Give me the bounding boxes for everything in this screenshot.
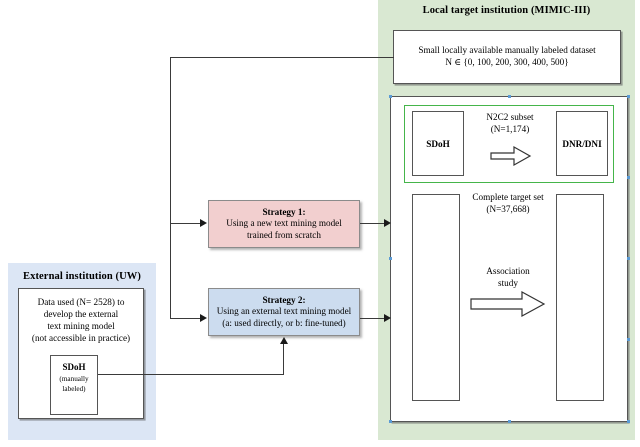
association-study-line2: study (498, 278, 518, 288)
arrowhead-strategy2-to-local (384, 314, 391, 322)
arrowhead-strategy1-to-local (384, 219, 391, 227)
external-institution-title: External institution (UW) (23, 271, 141, 282)
arrowhead-to-strategy2 (200, 314, 207, 322)
external-sdoh-sub1: (manually (59, 375, 89, 383)
external-data-line4: (not accessible in practice) (31, 333, 131, 343)
connector-to-strategy1 (170, 223, 201, 225)
strategy-1-line2: trained from scratch (247, 229, 321, 240)
external-sdoh-box: SDoH (manually labeled) (50, 355, 98, 415)
external-data-box: Data used (N= 2528) to develop the exter… (18, 288, 144, 419)
target-set-right-box (556, 194, 604, 401)
target-set-title: Complete target set (472, 192, 544, 202)
n2c2-count: (N=1,174) (490, 124, 530, 134)
strategy-1-heading: Strategy 1: (262, 206, 306, 217)
n2c2-subset-region (404, 105, 614, 183)
arrowhead-sdoh-to-strategy2 (280, 337, 288, 344)
strategy-2-heading: Strategy 2: (262, 294, 306, 305)
selection-handle (627, 95, 630, 98)
n2c2-dnr-label: DNR/DNI (562, 138, 602, 149)
selection-handle (508, 95, 511, 98)
target-set-left-box (412, 194, 460, 401)
connector-dataset-horizontal (170, 57, 394, 59)
arrowhead-to-strategy1 (200, 219, 207, 227)
n2c2-sdoh-box: SDoH (412, 111, 464, 176)
selection-handle (627, 176, 630, 179)
strategy-1-box[interactable]: Strategy 1: Using a new text mining mode… (208, 200, 360, 248)
selection-handle (627, 338, 630, 341)
external-data-line1: Data used (N= 2528) to (37, 297, 125, 307)
target-set-count: (N=37,668) (486, 204, 530, 214)
n2c2-sdoh-label: SDoH (426, 138, 450, 149)
external-data-line2: develop the external (43, 309, 119, 319)
association-study-line1: Association (486, 266, 530, 276)
connector-strategy1-to-local (360, 223, 386, 225)
connector-dataset-vertical (170, 57, 172, 319)
n2c2-dnr-box: DNR/DNI (556, 111, 608, 176)
external-data-line3: text mining model (47, 321, 115, 331)
external-sdoh-sub2: labeled) (62, 385, 86, 393)
strategy-1-line1: Using a new text mining model (226, 218, 342, 229)
selection-handle (389, 257, 392, 260)
labeled-dataset-box: Small locally available manually labeled… (393, 30, 621, 84)
connector-strategy2-to-local (360, 318, 386, 320)
strategy-2-line1: Using an external text mining model (216, 306, 352, 317)
n2c2-block-arrow-right-icon (490, 145, 532, 167)
strategy-2-box[interactable]: Strategy 2: Using an external text minin… (208, 288, 360, 336)
connector-to-strategy2 (170, 318, 201, 320)
connector-sdoh-vertical (283, 344, 285, 375)
strategy-2-line2: (a: used directly, or b: fine-tuned) (222, 317, 346, 328)
external-sdoh-title: SDoH (62, 362, 86, 372)
selection-handle (389, 420, 392, 423)
selection-handle (389, 95, 392, 98)
labeled-dataset-line1: Small locally available manually labeled… (418, 45, 596, 56)
connector-sdoh-horizontal (98, 374, 284, 376)
association-block-arrow-right-icon (470, 290, 546, 318)
selection-handle (627, 420, 630, 423)
labeled-dataset-line2: N ∈ {0, 100, 200, 300, 400, 500} (445, 57, 569, 67)
selection-handle (627, 257, 630, 260)
n2c2-title: N2C2 subset (486, 112, 534, 122)
selection-handle (508, 420, 511, 423)
local-institution-title: Local target institution (MIMIC-III) (422, 5, 591, 16)
